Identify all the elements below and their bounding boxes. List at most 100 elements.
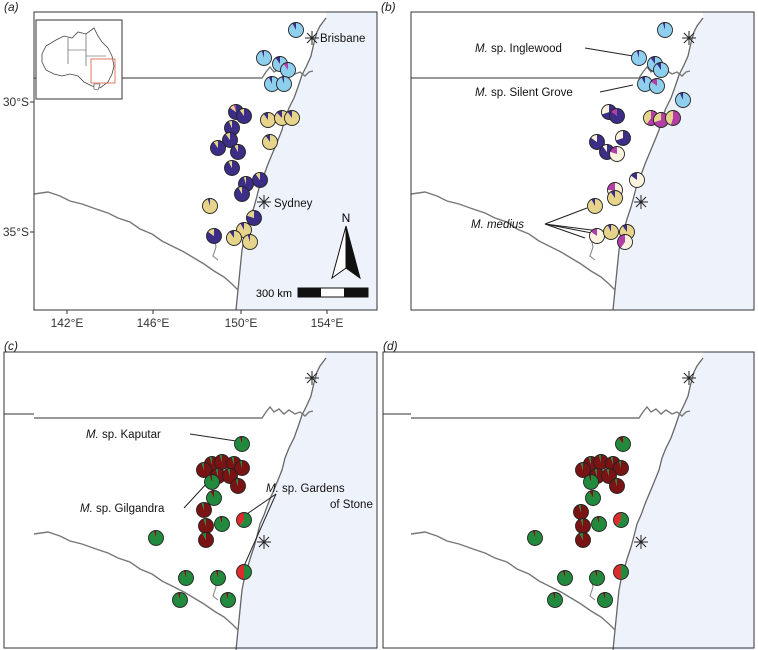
pie-slice [220,592,236,608]
pie-slice [215,570,218,578]
pie-slice [234,186,250,202]
pie-marker [615,130,631,146]
pie-outline [198,532,214,548]
label-gardens-of-stone-1: M. sp. Gardens [266,483,345,495]
pie-outline [236,108,252,124]
pie-marker [665,110,681,126]
pie-outline [214,516,230,532]
pie-outline [609,146,625,162]
pie-slice [597,592,613,608]
pie-marker [631,50,647,66]
pie-outline [234,186,250,202]
pie-outline [575,462,591,478]
pie-slice [209,456,212,464]
pie-slice [607,182,615,190]
pie-outline [665,110,681,126]
pie-marker [653,62,669,78]
pie-marker [613,460,629,476]
pie-outline [589,570,605,586]
pie-outline [242,234,258,250]
pie-marker [198,532,214,548]
x-tick-label: 150°E [225,316,258,330]
pie-slice [196,502,212,518]
pie-marker [260,112,276,128]
label-kaputar: M. sp. Kaputar [86,429,161,441]
pie-outline [583,474,599,490]
pie-slice [196,462,212,478]
pie-slice [591,198,595,206]
pie-marker [591,516,607,532]
pie-marker [234,436,250,452]
pie-marker [589,134,605,150]
city-label-sydney: Sydney [274,198,313,210]
label-medius: M. medius [471,219,524,231]
pie-marker [196,462,212,478]
pie-marker [613,512,629,528]
pie-slice [607,190,623,206]
pie-outline [575,532,591,548]
pie-outline [252,172,268,188]
pie-marker [196,502,212,518]
pie-outline [224,160,240,176]
pie-slice [206,490,222,506]
australia-inset [35,19,123,100]
scale-bar: 300 km [256,287,369,300]
pie-marker [204,474,220,490]
pie-slice [557,570,573,586]
pie-slice [288,22,304,38]
pie-outline [234,436,250,452]
pie-outline [236,564,252,580]
pie-slice [206,228,222,244]
label-gardens-of-stone-2: of Stone [330,499,373,511]
pie-marker [214,516,230,532]
pie-marker [629,172,645,188]
pie-marker [609,108,625,124]
pie-slice [268,76,272,84]
pie-slice [246,210,262,226]
pie-marker [573,504,589,520]
pie-slice [613,460,629,476]
pie-slice [615,130,623,141]
pie-slice [601,104,609,115]
pie-slice [641,76,645,84]
pie-slice [281,76,284,84]
pie-outline [222,132,238,148]
x-tick-label: 146°E [137,316,170,330]
pie-outline [585,490,601,506]
pie-outline [230,478,246,494]
pie-marker [234,186,250,202]
pie-slice [532,530,535,538]
pie-outline [284,110,300,126]
pie-slice [213,140,218,148]
pie-marker [587,198,603,214]
pie-slice [589,490,593,498]
pie-outline [210,140,226,156]
pie-slice [219,454,222,462]
pie-slice [575,462,591,478]
pie-slice [236,564,244,580]
pie-slice [203,518,206,526]
pie-marker [236,108,252,124]
pie-slice [210,140,226,156]
inset-extent-box [90,58,116,84]
pie-outline [649,78,665,94]
pie-slice [653,62,669,78]
pie-slice [662,22,665,30]
pie-slice [234,436,250,452]
pie-outline [226,230,242,246]
panel-label-c: (c) [4,339,18,353]
pie-marker [557,570,573,586]
pie-outline [603,224,619,240]
pie-marker [226,230,242,246]
pie-slice [657,22,673,38]
pie-outline [615,436,631,452]
pie-slice [670,110,681,126]
pie-slice [198,518,214,534]
pie-slice [202,198,218,214]
pie-slice [575,532,591,548]
pie-slice [228,120,232,128]
pie-slice [616,512,629,528]
pie-marker [210,140,226,156]
pie-slice [172,592,188,608]
